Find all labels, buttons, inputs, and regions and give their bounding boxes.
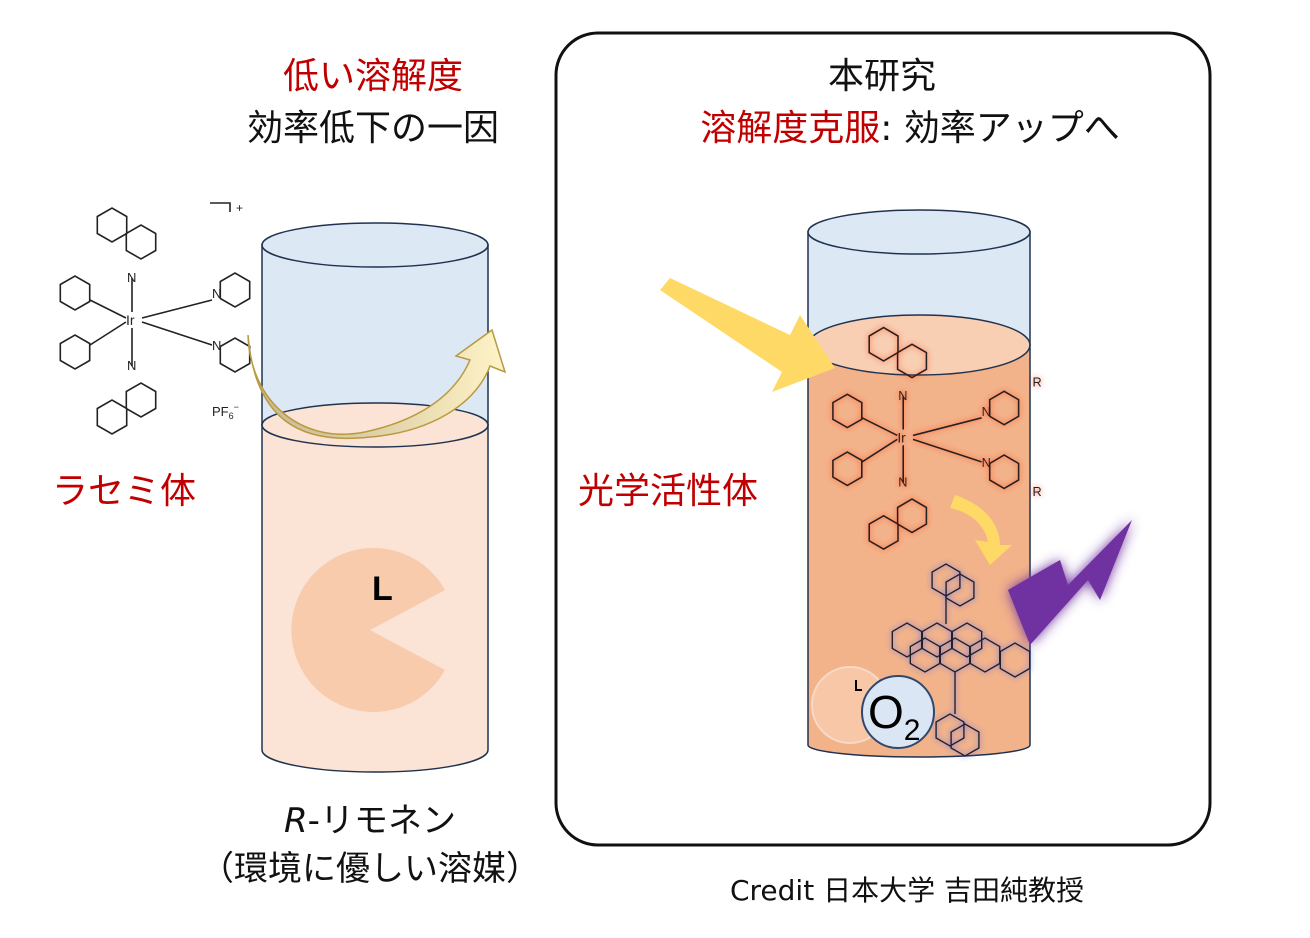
light-arrow	[660, 278, 835, 392]
emission-lightning-icon	[1008, 520, 1132, 645]
right-cylinder-top	[807, 209, 1031, 255]
benzene-ring	[219, 337, 251, 373]
nitrogen-label: N	[982, 455, 991, 470]
benzene-ring	[832, 393, 863, 429]
bond	[861, 438, 898, 463]
solvent-note: （環境に優しい溶媒）	[200, 849, 540, 889]
solvent-name: R-リモネン	[284, 801, 456, 841]
bond	[141, 321, 213, 346]
nitrogen-label: N	[982, 404, 991, 419]
left-title-black: 効率低下の一因	[247, 108, 499, 149]
charge-sign: +	[236, 201, 243, 215]
bond	[89, 321, 127, 346]
benzene-ring	[969, 637, 1001, 673]
singlet-oxygen-label: O2	[868, 686, 920, 747]
diphenylanthracene-structure	[891, 563, 1031, 757]
this-study-box	[554, 31, 1212, 847]
singlet-mark	[855, 680, 862, 691]
benzene-ring	[868, 514, 899, 551]
benzene-ring	[868, 326, 899, 362]
right-liquid	[807, 344, 1031, 758]
singlet-oxygen-bubble	[861, 675, 935, 749]
benzene-ring	[125, 382, 157, 418]
benzene-ring	[945, 573, 975, 607]
nitrogen-label: N	[898, 388, 907, 403]
r-group-label: R	[1033, 374, 1042, 389]
benzene-ring	[96, 399, 128, 435]
bounce-arrow	[247, 328, 507, 440]
nitrogen-label: N	[898, 474, 907, 489]
right-subtitle: 溶解度克服: 効率アップへ	[700, 108, 1120, 149]
benzene-ring	[125, 224, 157, 260]
pacman-letter: L	[372, 570, 393, 608]
nitrogen-label: N	[212, 286, 221, 301]
bond	[861, 417, 898, 437]
benzene-ring	[219, 272, 251, 308]
benzene-ring	[935, 713, 965, 747]
left-cylinder-top	[261, 222, 489, 268]
right-title: 本研究	[828, 56, 936, 97]
benzene-ring	[988, 390, 1020, 426]
charge-bracket	[210, 202, 231, 212]
counter-ion-label: PF6−	[212, 402, 239, 421]
racemic-label: ラセミ体	[52, 471, 196, 512]
benzene-ring	[896, 498, 928, 534]
bond	[912, 417, 982, 437]
benzene-ring	[950, 723, 980, 757]
nitrogen-label: N	[127, 358, 136, 373]
benzene-ring	[832, 451, 863, 487]
optically-active-label: 光学活性体	[578, 471, 758, 512]
benzene-ring	[999, 642, 1031, 678]
pacman	[291, 547, 445, 712]
left-cylinder: L	[247, 222, 507, 773]
nitrogen-label: N	[212, 338, 221, 353]
left-title-red: 低い溶解度	[283, 56, 463, 97]
right-cylinder	[807, 209, 1031, 758]
benzene-ring	[988, 454, 1020, 490]
benzene-ring	[896, 343, 928, 379]
bond	[912, 438, 982, 463]
r-group-label: R	[1033, 484, 1042, 499]
iridium-label: Ir	[126, 312, 135, 328]
bond	[141, 299, 213, 319]
nitrogen-label: N	[127, 270, 136, 285]
bond	[89, 299, 127, 319]
benzene-ring	[96, 207, 128, 243]
benzene-ring	[59, 334, 91, 370]
iridium-label: Ir	[897, 430, 906, 445]
energy-transfer-arrow	[950, 495, 1012, 565]
right-liquid-surface	[807, 314, 1031, 376]
credit: Credit 日本大学 吉田純教授	[730, 874, 1084, 907]
benzene-ring	[59, 275, 91, 311]
benzene-ring	[951, 622, 983, 658]
